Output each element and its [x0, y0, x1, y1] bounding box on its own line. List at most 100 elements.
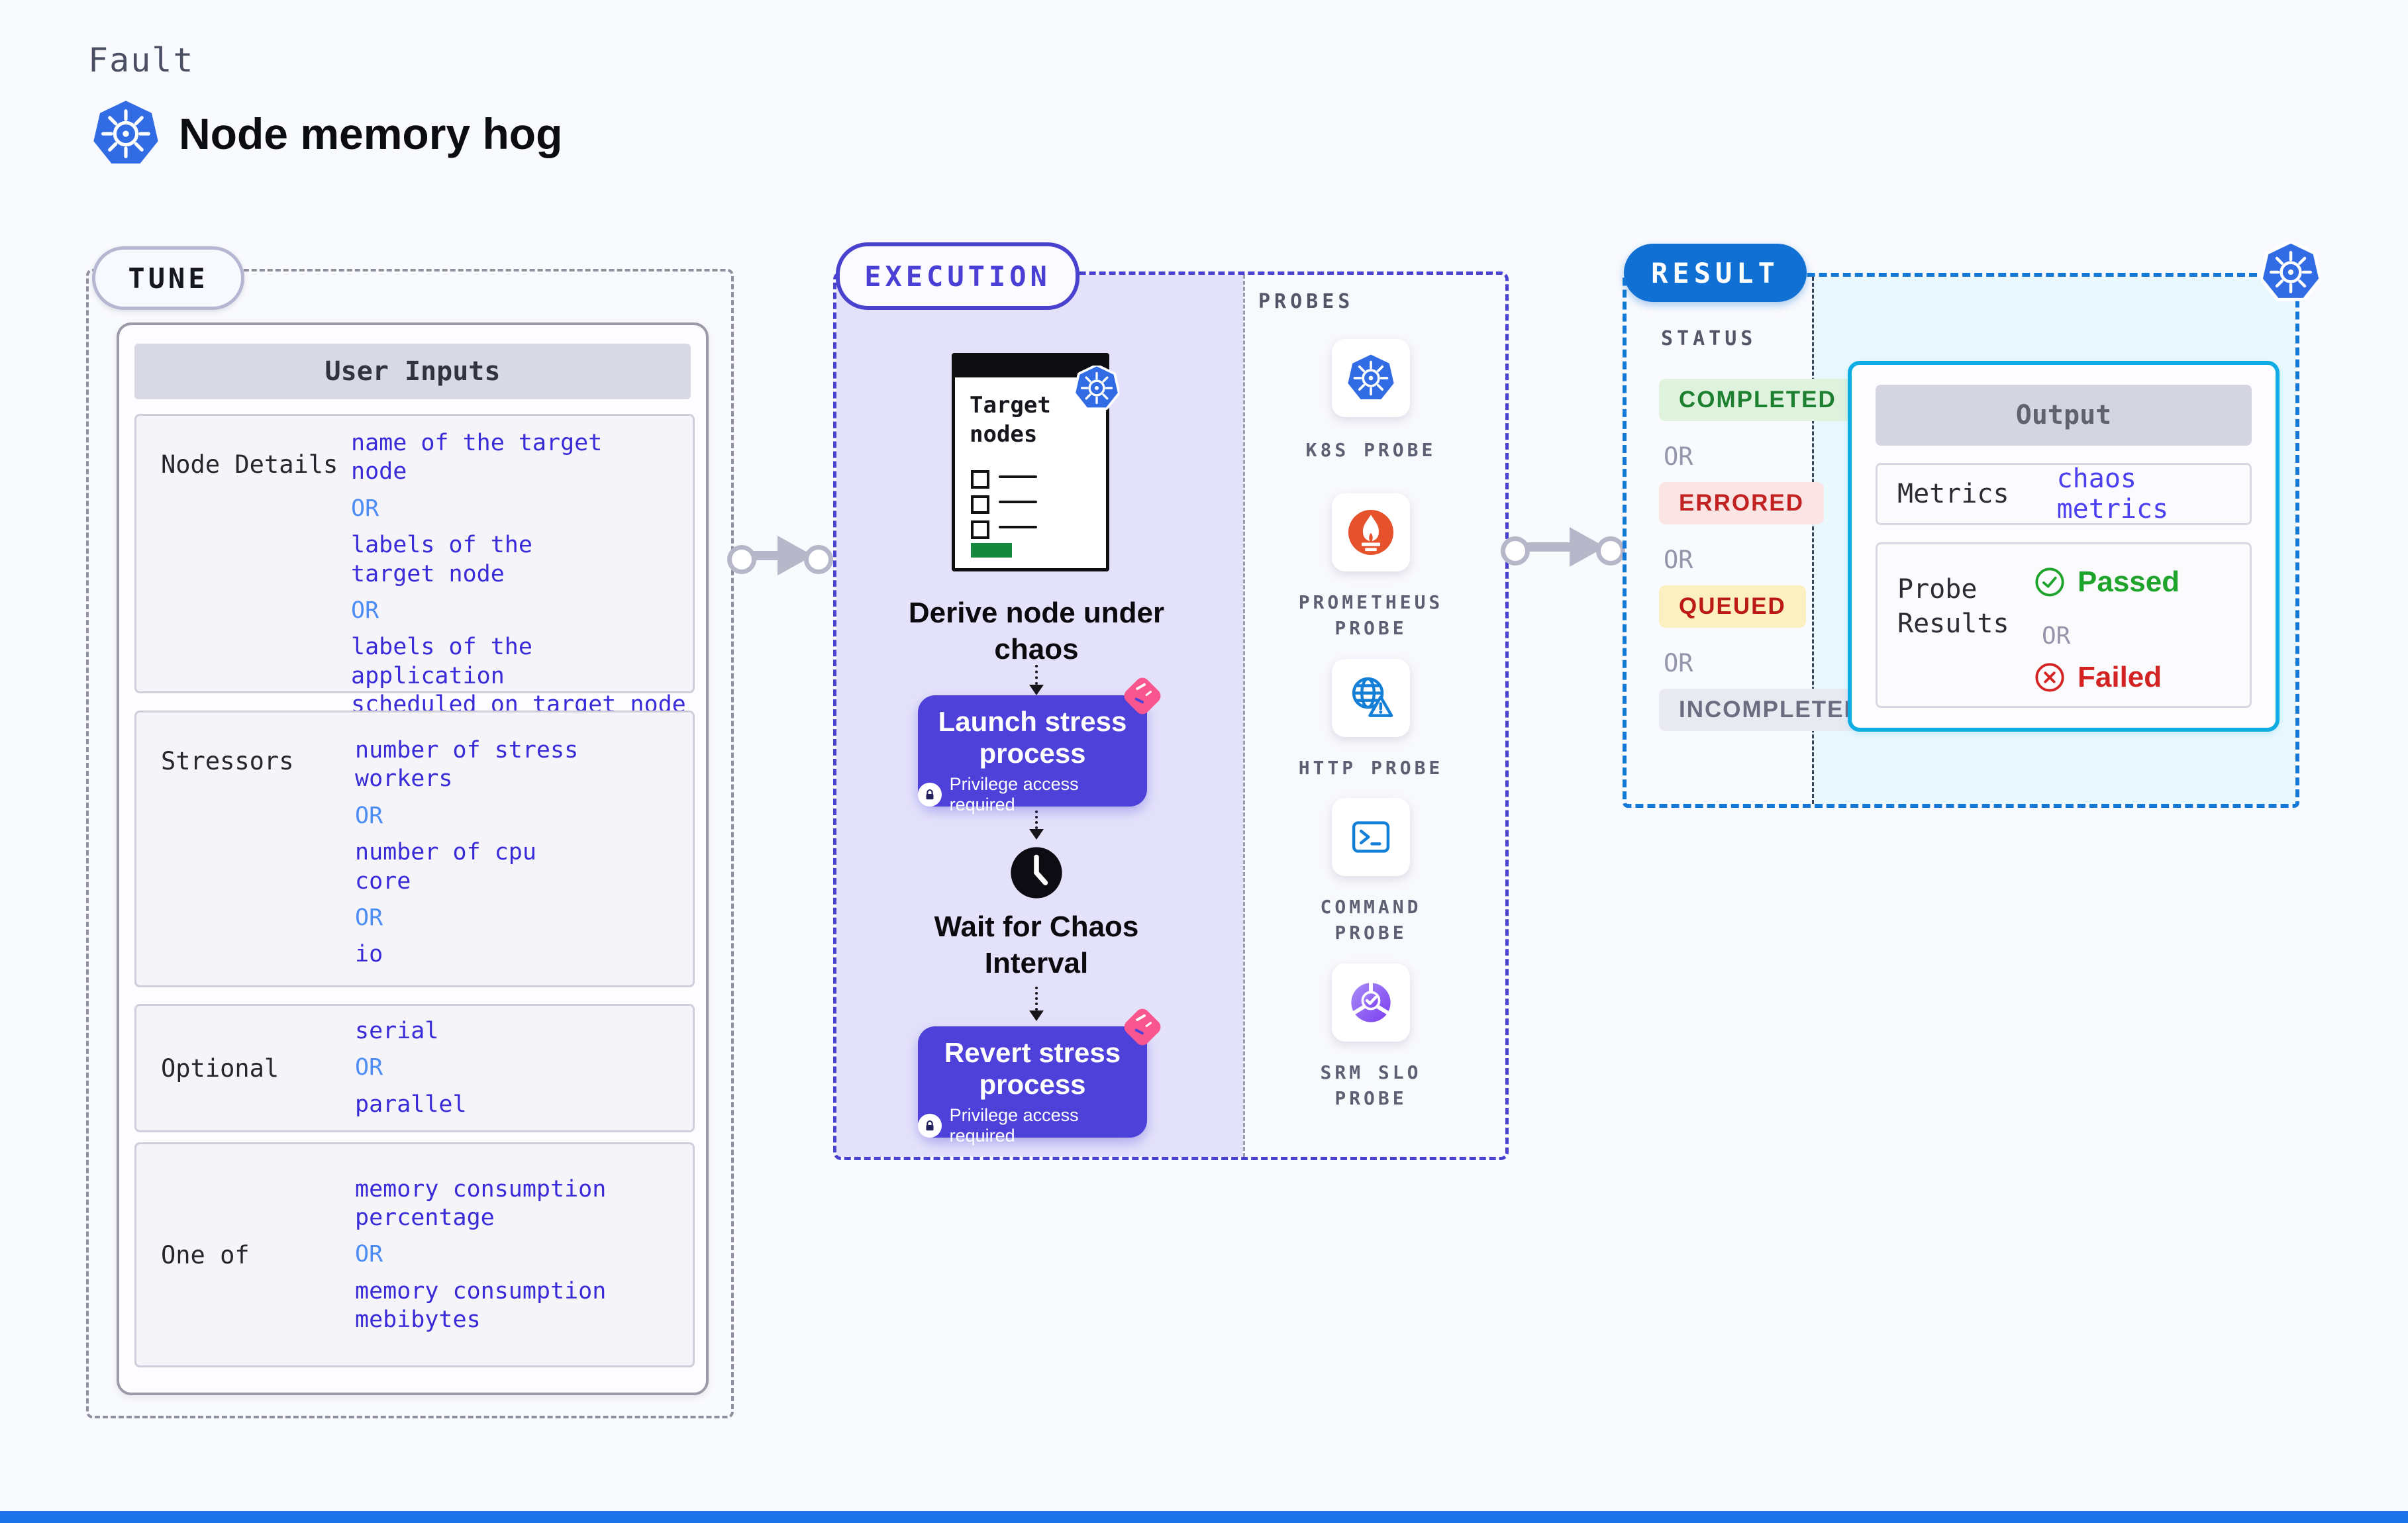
user-inputs-header: User Inputs: [134, 344, 691, 399]
lock-icon: [918, 782, 942, 807]
launch-stress-button[interactable]: Launch stress process Privilege access r…: [918, 695, 1147, 814]
execution-badge: EXECUTION: [836, 242, 1079, 310]
checkbox-icon: [971, 520, 989, 539]
checkbox-icon: [971, 495, 989, 514]
flow-connector: [1035, 811, 1038, 829]
lock-icon: [918, 1113, 942, 1138]
probe-tile-k8s: [1332, 339, 1410, 417]
kubernetes-badge-icon: [1074, 366, 1119, 411]
row-value: serial: [355, 1017, 439, 1044]
kubernetes-icon: [1346, 354, 1395, 403]
arrow-down-icon: [1029, 685, 1044, 695]
or-separator: OR: [1664, 442, 1693, 471]
checkbox-icon: [971, 470, 989, 489]
output-header: Output: [1876, 385, 2252, 446]
flow-arrow-execution-to-result: [1501, 527, 1625, 572]
or-separator: OR: [351, 495, 379, 522]
failed-result: Failed: [2034, 661, 2162, 694]
output-card: Output Metrics chaos metrics Probe Resul…: [1848, 361, 2280, 732]
probe-results-label: Probe Results: [1897, 574, 2009, 639]
probe-label: K8S PROBE: [1305, 439, 1436, 461]
row-label: Stressors: [161, 747, 294, 775]
slo-gauge-icon: [1346, 978, 1395, 1027]
status-title: STATUS: [1661, 327, 1757, 350]
x-circle-icon: [2034, 662, 2066, 693]
probes-title: PROBES: [1258, 290, 1354, 313]
flow-arrow-tune-to-execution: [727, 536, 833, 581]
chaos-corner-icon: [1117, 670, 1168, 722]
row-value: name of the target node: [351, 430, 603, 485]
row-value: number of stress workers: [355, 737, 579, 793]
chaos-corner-icon: [1117, 1001, 1168, 1053]
row-value: labels of the application scheduled on t…: [351, 634, 686, 718]
status-badge-incompleted: INCOMPLETED: [1659, 689, 1882, 731]
user-inputs-card: User Inputs Node Details name of the tar…: [117, 322, 709, 1395]
metrics-label: Metrics: [1897, 479, 2009, 509]
status-badge-queued: QUEUED: [1659, 585, 1806, 628]
table-row-node-details: Node Details name of the target node OR …: [134, 414, 695, 718]
status-badge-completed: COMPLETED: [1659, 379, 1856, 421]
terminal-icon: [1346, 812, 1395, 861]
tune-badge: TUNE: [92, 246, 244, 310]
probe-results-row: Probe Results Passed OR Failed: [1876, 542, 2252, 708]
probe-label: PROMETHEUS PROBE: [1298, 591, 1444, 640]
row-value: memory consumption mebibytes: [355, 1277, 607, 1334]
arrow-down-icon: [1029, 829, 1044, 840]
or-separator: OR: [355, 1054, 383, 1081]
prometheus-icon: [1346, 508, 1395, 557]
probe-tile-http: [1332, 659, 1410, 737]
row-value: io: [355, 941, 383, 968]
probe-label: HTTP PROBE: [1298, 757, 1444, 779]
row-value: parallel: [355, 1091, 467, 1118]
or-separator: OR: [355, 802, 383, 829]
check-circle-icon: [2034, 566, 2066, 598]
revert-stress-button[interactable]: Revert stress process Privilege access r…: [918, 1026, 1147, 1146]
wait-chaos-caption: Wait for Chaos Interval: [934, 910, 1139, 979]
passed-label: Passed: [2078, 565, 2180, 598]
launch-stress-label: Launch stress process: [938, 706, 1127, 769]
or-separator: OR: [355, 1241, 383, 1268]
derive-node-caption: Derive node under chaos: [908, 597, 1165, 665]
privilege-note: Privilege access required: [949, 773, 1079, 814]
result-badge: RESULT: [1624, 244, 1807, 302]
list-line: [999, 526, 1037, 528]
or-separator: OR: [1664, 546, 1693, 574]
metrics-row: Metrics chaos metrics: [1876, 463, 2252, 525]
table-row-stressors: Stressors number of stress workers OR nu…: [134, 711, 695, 987]
globe-alert-icon: [1346, 673, 1395, 722]
tune-section: [86, 269, 734, 1418]
row-label: Optional: [161, 1054, 279, 1083]
probe-tile-command: [1332, 798, 1410, 876]
list-line: [999, 501, 1037, 503]
or-separator: OR: [1664, 649, 1693, 677]
passed-result: Passed: [2034, 565, 2180, 599]
flow-connector: [1035, 987, 1038, 1010]
privilege-note: Privilege access required: [949, 1105, 1079, 1146]
fault-kicker: Fault: [88, 41, 195, 79]
or-separator: OR: [351, 597, 379, 624]
page-title: Node memory hog: [179, 109, 563, 158]
clock-icon: [1009, 845, 1064, 901]
probe-tile-srm-slo: [1332, 963, 1410, 1042]
status-badge-errored: ERRORED: [1659, 482, 1825, 524]
probe-label: SRM SLO PROBE: [1320, 1061, 1422, 1110]
metrics-value: chaos metrics: [2056, 464, 2169, 524]
or-separator: OR: [355, 904, 383, 931]
row-value: number of cpu core: [355, 839, 536, 895]
list-line: [999, 475, 1037, 478]
kubernetes-icon: [91, 99, 160, 168]
progress-bar: [971, 543, 1012, 558]
row-label: One of: [161, 1240, 250, 1269]
kubernetes-badge-icon: [2261, 242, 2321, 302]
table-row-one-of: One of memory consumption percentage OR …: [134, 1142, 695, 1367]
target-nodes-title: Target nodes: [970, 392, 1051, 448]
flow-connector: [1035, 665, 1038, 685]
or-separator: OR: [2042, 622, 2071, 650]
bottom-accent-bar: [0, 1511, 2408, 1523]
row-label: Node Details: [161, 450, 338, 479]
arrow-down-icon: [1029, 1010, 1044, 1021]
row-value: memory consumption percentage: [355, 1175, 607, 1231]
table-row-optional: Optional serial OR parallel: [134, 1004, 695, 1132]
failed-label: Failed: [2078, 661, 2162, 693]
